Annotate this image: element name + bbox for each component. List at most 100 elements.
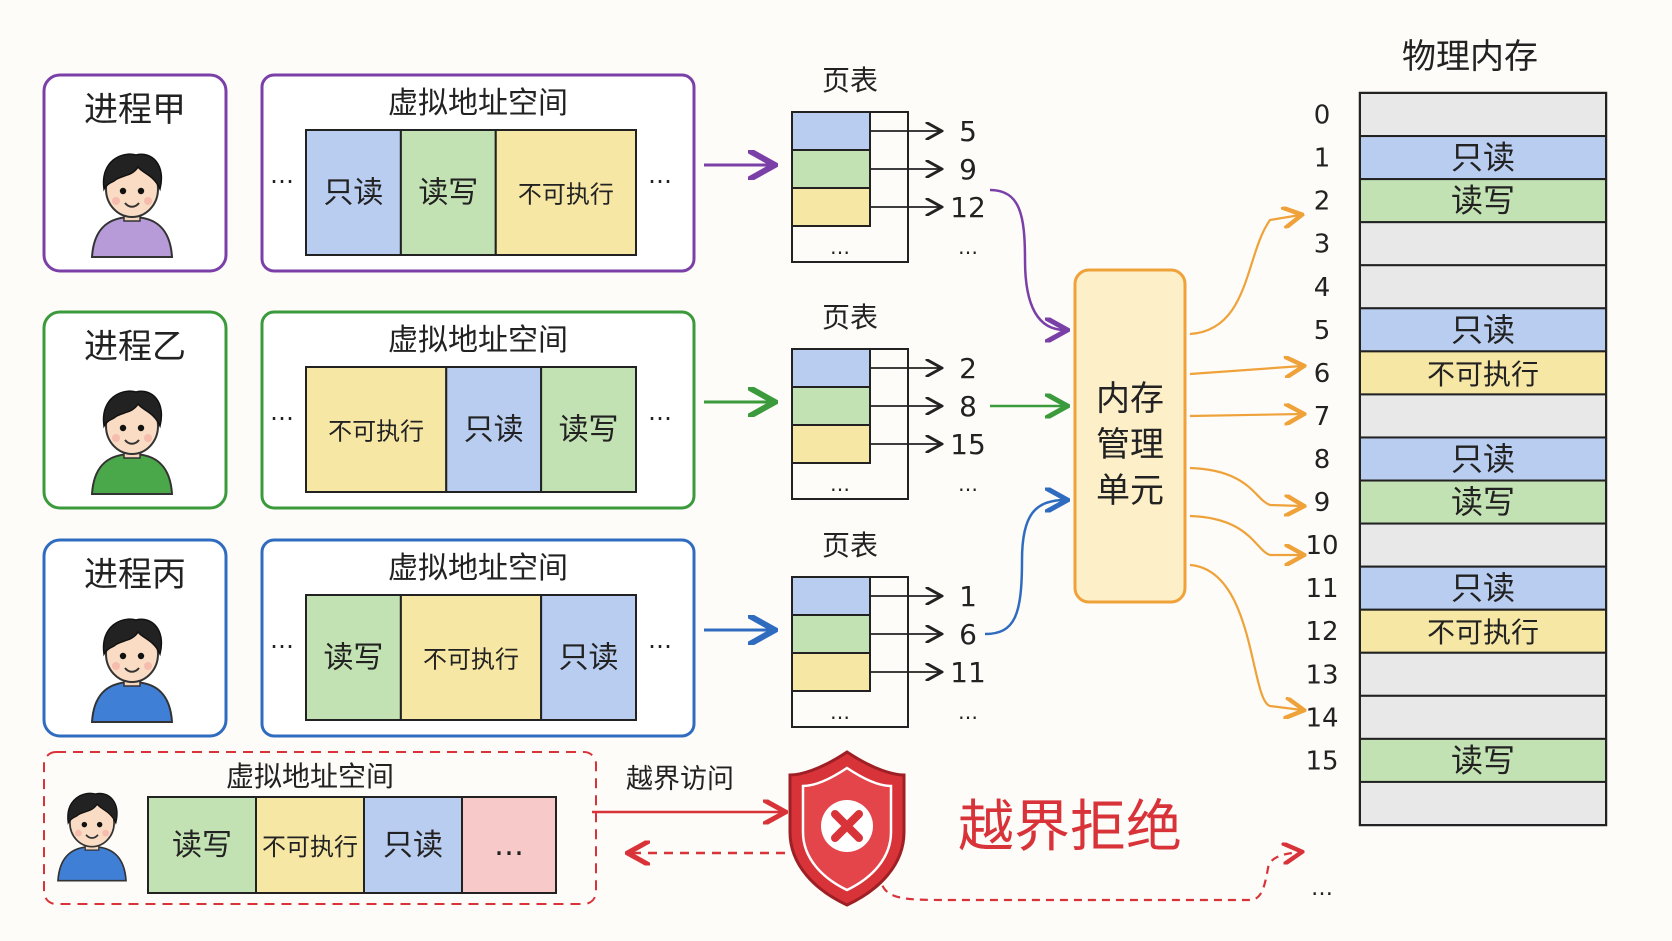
memory-frame xyxy=(1359,651,1607,697)
arrow-to-frame-8 xyxy=(1189,466,1302,506)
memory-frame-index: 13 xyxy=(1305,660,1338,690)
page-table-title: 页表 xyxy=(822,64,878,97)
violation-segment-label: 只读 xyxy=(383,828,443,863)
vspace-ellipsis-left: … xyxy=(270,626,294,654)
vspace-segment xyxy=(540,594,637,721)
mmu-to-memory-arrows xyxy=(1189,215,1302,710)
memory-frame-index: 0 xyxy=(1314,101,1331,131)
vspace-segment xyxy=(399,594,543,721)
process-name: 进程丙 xyxy=(84,555,186,595)
avatar-cheek xyxy=(112,197,120,205)
arrow-to-frame-5 xyxy=(1189,366,1302,374)
mmu-label-line2: 管理 xyxy=(1096,425,1164,465)
rejected-frame-15-link xyxy=(878,852,1300,902)
vspace-segment xyxy=(305,129,402,256)
arrow-to-frame-9 xyxy=(1189,514,1302,555)
child-avatar-icon xyxy=(90,618,174,723)
memory-frame xyxy=(1359,737,1607,783)
out-of-bounds-access-label: 越界访问 xyxy=(626,764,734,795)
memory-frame xyxy=(1359,565,1607,611)
avatar-eye xyxy=(137,187,145,195)
arrow-to-frame-2 xyxy=(1189,215,1300,336)
page-table-frame-number: 8 xyxy=(959,390,977,423)
avatar-cheek xyxy=(75,829,82,837)
page-table-entry xyxy=(791,187,871,227)
memory-frame-index: 2 xyxy=(1314,187,1331,217)
memory-frame-label: 读写 xyxy=(1451,182,1515,220)
shield-icon xyxy=(788,750,906,907)
memory-frame xyxy=(1359,522,1607,568)
memory-frame xyxy=(1359,479,1607,525)
memory-frame-label: 不可执行 xyxy=(1427,358,1539,391)
process-rows: 进程甲虚拟地址空间……只读读写不可执行页表5912……进程乙虚拟地址空间……不可… xyxy=(42,64,986,738)
page-table-frames-more: … xyxy=(958,700,978,724)
memory-frame xyxy=(1359,350,1607,396)
memory-frame-label: 不可执行 xyxy=(1427,616,1539,649)
avatar-eye xyxy=(81,821,88,828)
memory-frame-index: 9 xyxy=(1314,488,1331,518)
memory-frame-label: 只读 xyxy=(1451,139,1515,177)
page-table-frames-more: … xyxy=(958,472,978,496)
page-table-frame-number: 11 xyxy=(950,656,986,689)
memory-frame xyxy=(1359,780,1607,826)
pagetable-to-mmu-arrows xyxy=(984,188,1065,636)
vspace-segment xyxy=(305,594,402,721)
memory-frame-label: 读写 xyxy=(1451,741,1515,779)
process-name: 进程甲 xyxy=(84,90,186,130)
vspace-ellipsis-left: … xyxy=(270,161,294,189)
vspace-segment-label: 不可执行 xyxy=(328,418,424,446)
memory-frame xyxy=(1359,694,1607,740)
process-row: 进程丙虚拟地址空间……读写不可执行只读页表1611…… xyxy=(42,529,986,738)
vspace-ellipsis-right: … xyxy=(648,161,672,189)
avatar-cheek xyxy=(102,829,109,837)
page-table-entry xyxy=(791,424,871,464)
vspace-segment-label: 不可执行 xyxy=(423,646,519,674)
child-avatar-icon xyxy=(57,792,127,882)
page-table-title: 页表 xyxy=(822,529,878,562)
memory-frame xyxy=(1359,92,1607,138)
memory-frame-label: 只读 xyxy=(1451,569,1515,607)
avatar-shirt xyxy=(57,845,127,882)
avatar-eye xyxy=(119,652,127,660)
vspace-segment-label: 读写 xyxy=(559,413,619,448)
avatar-eye xyxy=(119,187,127,195)
memory-frame xyxy=(1359,178,1607,224)
process-name: 进程乙 xyxy=(84,327,186,367)
memory-frame-index: 3 xyxy=(1314,230,1331,260)
memory-frame-index: 12 xyxy=(1305,617,1338,647)
page-table-frame-number: 6 xyxy=(959,618,977,651)
vspace-segment-label: 读写 xyxy=(418,176,478,211)
memory-frame xyxy=(1359,393,1607,439)
page-table-frames-more: … xyxy=(958,235,978,259)
memory-frame-index: 7 xyxy=(1314,402,1331,432)
vspace-segment-label: 读写 xyxy=(323,641,383,676)
process-row: 进程乙虚拟地址空间……不可执行只读读写页表2815…… xyxy=(42,301,986,510)
violation-segment-label: … xyxy=(494,828,524,863)
page-table-entry xyxy=(791,386,871,426)
avatar-eye xyxy=(137,652,145,660)
arrow-c-to-mmu xyxy=(984,500,1065,636)
page-table-entry xyxy=(791,111,871,151)
memory-frame-index: 14 xyxy=(1305,703,1338,733)
mmu-box xyxy=(1073,268,1187,604)
vspace-segment-label: 只读 xyxy=(559,641,619,676)
violation-segment-label: 读写 xyxy=(172,828,232,863)
memory-frame-index: 11 xyxy=(1305,574,1338,604)
arrow-a-to-mmu xyxy=(989,188,1065,330)
violation-segments: 读写不可执行只读… xyxy=(147,796,557,894)
memory-frame xyxy=(1359,221,1607,267)
memory-frame xyxy=(1359,307,1607,353)
physical-memory-title: 物理内存 xyxy=(1402,37,1538,77)
vspace-title: 虚拟地址空间 xyxy=(388,86,568,121)
violation-vspace-title: 虚拟地址空间 xyxy=(226,760,394,793)
arrow-to-frame-12 xyxy=(1189,563,1302,710)
page-table-entry xyxy=(791,614,871,654)
vspace-ellipsis-right: … xyxy=(648,626,672,654)
violation-segment xyxy=(147,796,257,894)
vspace-title: 虚拟地址空间 xyxy=(388,551,568,586)
avatar-cheek xyxy=(112,434,120,442)
memory-frame-index: 1 xyxy=(1314,144,1331,174)
avatar-eye xyxy=(96,821,103,828)
avatar-cheek xyxy=(144,197,152,205)
avatar-cheek xyxy=(112,662,120,670)
